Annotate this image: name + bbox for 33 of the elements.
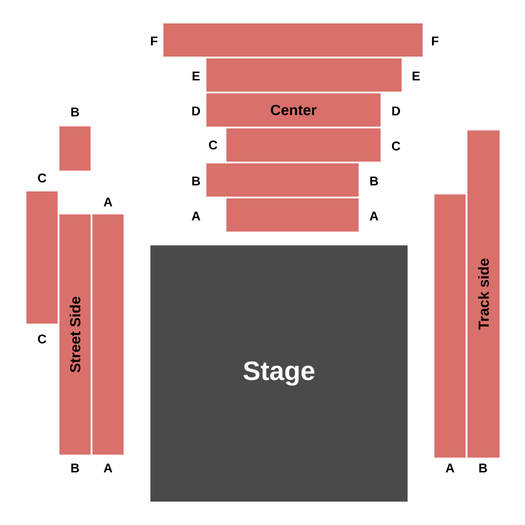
row-label: B <box>479 464 487 472</box>
seating-section <box>58 126 92 172</box>
seating-section: Track side <box>466 130 500 458</box>
seating-section <box>92 214 124 456</box>
row-label: F <box>432 36 438 46</box>
row-label: D <box>192 106 200 116</box>
seating-section <box>226 128 382 162</box>
row-label: C <box>38 334 46 344</box>
seating-section <box>434 194 466 458</box>
row-label: B <box>71 108 79 116</box>
row-label: C <box>38 174 46 182</box>
row-label: E <box>412 72 420 80</box>
row-label: D <box>392 106 400 116</box>
row-label: A <box>104 198 112 206</box>
row-label: C <box>392 142 400 150</box>
seating-section: Street Side <box>58 214 92 456</box>
seating-section: Center <box>206 92 382 128</box>
row-label: A <box>104 464 112 472</box>
seating-section <box>26 190 58 324</box>
row-label: B <box>370 176 378 186</box>
seating-section <box>162 22 424 58</box>
row-label: A <box>370 212 378 220</box>
seating-section <box>206 58 402 92</box>
row-label: A <box>192 212 200 220</box>
row-label: C <box>208 140 218 150</box>
seating-section <box>226 198 360 232</box>
row-label: F <box>151 36 158 46</box>
row-label: B <box>71 464 79 472</box>
stage-area: Stage <box>150 244 408 502</box>
row-label: A <box>446 464 454 472</box>
row-label: B <box>192 176 200 186</box>
seating-section <box>206 162 360 198</box>
row-label: E <box>192 72 200 80</box>
